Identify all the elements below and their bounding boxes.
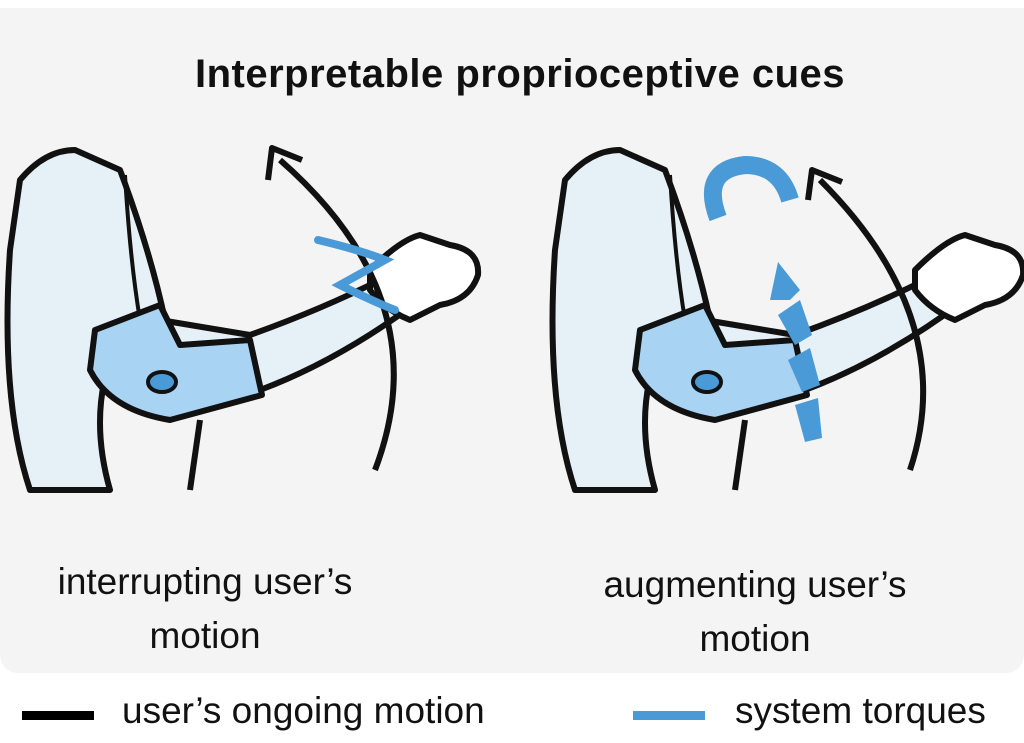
zigzag-torque-icon xyxy=(314,236,399,314)
figure-title: Interpretable proprioceptive cues xyxy=(195,52,846,96)
legend-swatch-motion xyxy=(22,711,94,720)
legend-label-torque: system torques xyxy=(735,690,986,731)
right-arrowhead-icon xyxy=(805,167,844,201)
caption-interrupting: interrupting user’s motion xyxy=(57,561,353,656)
magnet-icon xyxy=(703,155,799,222)
left-arm-figure xyxy=(8,150,479,490)
chevron-arrow-icon xyxy=(770,262,822,442)
caption-augmenting: augmenting user’s motion xyxy=(603,564,907,659)
right-curved-arrow-icon xyxy=(817,177,927,471)
legend-label-motion: user’s ongoing motion xyxy=(122,690,485,731)
legend-swatch-torque xyxy=(633,711,705,720)
left-arrowhead-icon xyxy=(265,145,304,181)
